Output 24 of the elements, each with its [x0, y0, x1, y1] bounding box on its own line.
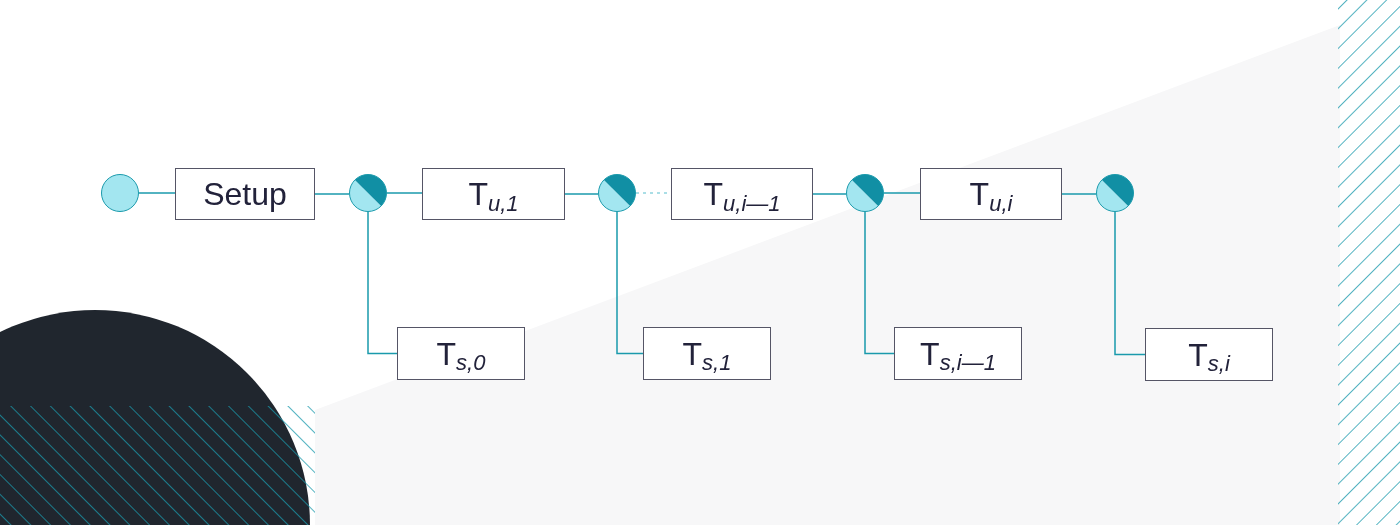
- connector-line: [812, 193, 847, 195]
- split-circle: [846, 174, 884, 212]
- connector-line: [367, 211, 398, 355]
- process-box: T$_{u,i—1}$: [671, 168, 813, 220]
- process-box: T$_{u,1}$: [422, 168, 565, 220]
- split-circle: [598, 174, 636, 212]
- connector-line: [386, 192, 423, 194]
- connector-line: [616, 211, 644, 355]
- process-box: Setup: [175, 168, 315, 220]
- process-box: T$_{s,1}$: [643, 327, 771, 380]
- connector-line: [883, 192, 921, 194]
- process-box: T$_{s,i}$: [1145, 328, 1273, 381]
- process-box: T$_{s,0}$: [397, 327, 525, 380]
- connector-line: [864, 211, 895, 355]
- connector-line: [564, 193, 599, 195]
- split-circle: [1096, 174, 1134, 212]
- connector-line: [1114, 211, 1146, 356]
- connector-line: [1061, 193, 1097, 195]
- start-circle: [101, 174, 139, 212]
- connector-line: [314, 193, 350, 195]
- process-box: T$_{s,i—1}$: [894, 327, 1022, 380]
- split-circle: [349, 174, 387, 212]
- connector-line: [138, 192, 176, 194]
- process-box: T$_{u,i}$: [920, 168, 1062, 220]
